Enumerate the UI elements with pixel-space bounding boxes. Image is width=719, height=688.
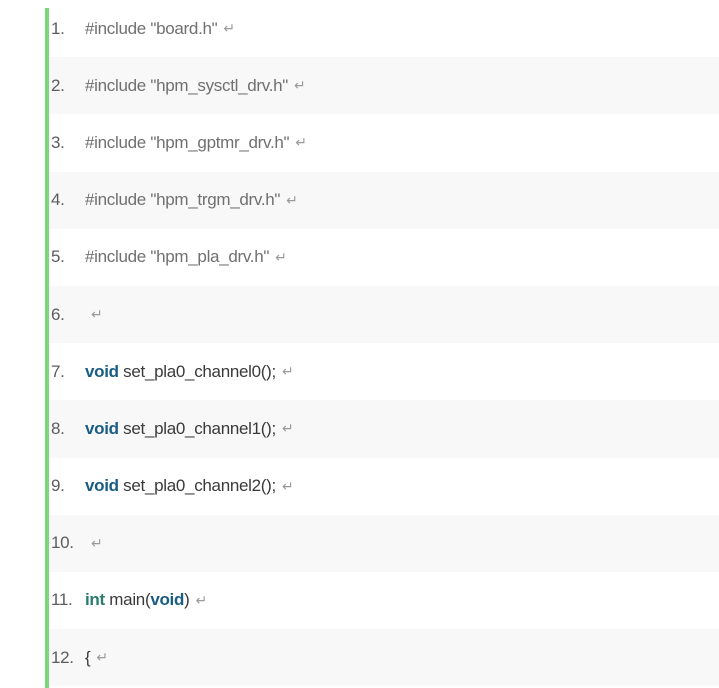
code-text: set_pla0_channel2(); xyxy=(118,476,276,496)
line-number: 4. xyxy=(51,190,65,210)
code-line: 7. void set_pla0_channel0(); ↵ xyxy=(49,343,719,400)
code-keyword: void xyxy=(150,590,185,610)
line-number: 11. xyxy=(51,590,73,610)
code-block-accent-bar xyxy=(45,8,49,688)
code-keyword: int xyxy=(85,590,105,610)
line-number: 3. xyxy=(51,132,65,152)
code-text: #include "board.h" xyxy=(85,18,218,38)
return-mark-icon: ↵ xyxy=(281,477,294,494)
code-text: { xyxy=(85,647,91,667)
line-number: 2. xyxy=(51,75,65,95)
line-number: 1. xyxy=(51,18,65,38)
return-mark-icon: ↵ xyxy=(223,20,235,37)
code-line: 4. #include "hpm_trgm_drv.h" ↵ xyxy=(49,171,719,229)
line-number: 5. xyxy=(51,247,65,267)
return-mark-icon: ↵ xyxy=(91,306,103,323)
code-line: 12. { ↵ xyxy=(49,629,719,687)
code-text: set_pla0_channel1(); xyxy=(118,418,276,438)
line-number: 10. xyxy=(51,533,74,553)
code-keyword: void xyxy=(85,361,119,381)
return-mark-icon: ↵ xyxy=(281,420,294,437)
line-number: 12. xyxy=(51,647,74,667)
line-number: 7. xyxy=(51,361,65,381)
return-mark-icon: ↵ xyxy=(96,649,108,666)
code-line: 10. ↵ xyxy=(49,514,719,572)
code-line: 6. ↵ xyxy=(49,285,719,344)
code-keyword: void xyxy=(85,418,119,438)
return-mark-icon: ↵ xyxy=(275,248,287,265)
return-mark-icon: ↵ xyxy=(286,191,298,208)
code-text: #include "hpm_gptmr_drv.h" xyxy=(85,132,290,152)
line-number: 6. xyxy=(51,304,65,324)
code-line: 2. #include "hpm_sysctl_drv.h" ↵ xyxy=(49,57,719,115)
code-line: 1. #include "board.h" ↵ xyxy=(49,0,719,57)
code-text: #include "hpm_pla_drv.h" xyxy=(85,247,270,267)
code-line: 9. void set_pla0_channel2(); ↵ xyxy=(49,458,719,515)
code-line: 8. void set_pla0_channel1(); ↵ xyxy=(49,400,719,458)
code-keyword: void xyxy=(85,476,119,496)
code-text: #include "hpm_sysctl_drv.h" xyxy=(85,75,289,95)
return-mark-icon: ↵ xyxy=(294,77,306,94)
code-text: set_pla0_channel0(); xyxy=(118,361,276,381)
return-mark-icon: ↵ xyxy=(195,591,207,608)
code-text: ) xyxy=(184,590,190,610)
code-line: 5. #include "hpm_pla_drv.h" ↵ xyxy=(49,229,719,286)
code-text: #include "hpm_trgm_drv.h" xyxy=(85,190,281,210)
return-mark-icon: ↵ xyxy=(91,534,103,551)
line-number: 9. xyxy=(51,476,65,496)
code-text: main( xyxy=(104,590,151,610)
return-mark-icon: ↵ xyxy=(281,363,294,380)
return-mark-icon: ↵ xyxy=(295,134,307,151)
code-line: 11. int main(void) ↵ xyxy=(49,572,719,629)
code-line: 3. #include "hpm_gptmr_drv.h" ↵ xyxy=(49,114,719,171)
code-lines: 1. #include "board.h" ↵ 2. #include "hpm_sys… xyxy=(49,0,719,687)
line-number: 8. xyxy=(51,418,65,438)
